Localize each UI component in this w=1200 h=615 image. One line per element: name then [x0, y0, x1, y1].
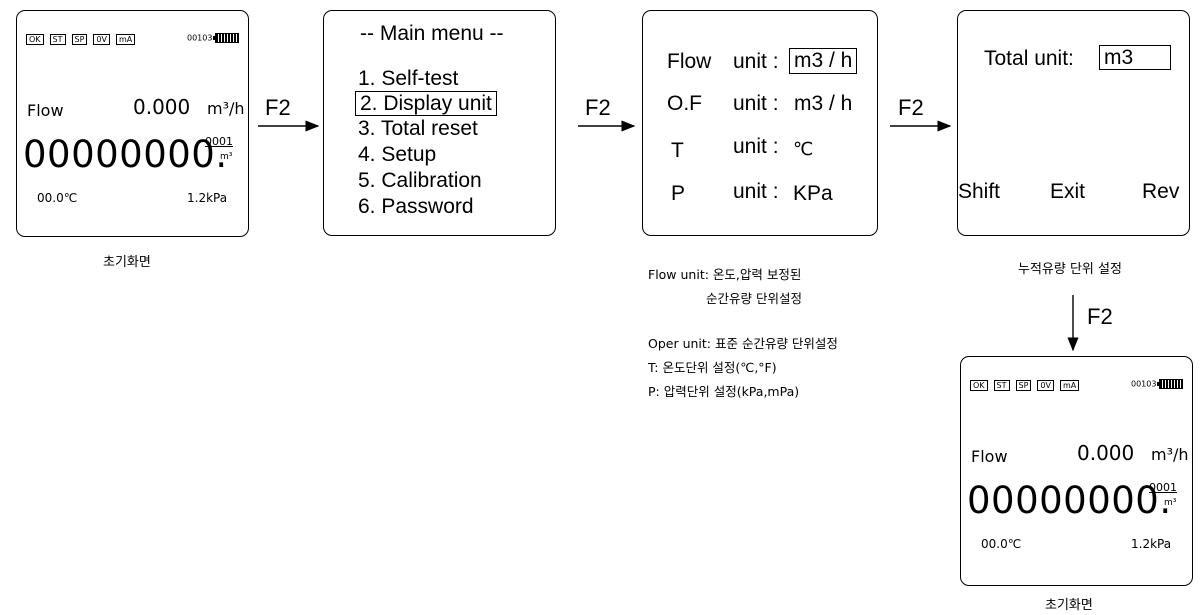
indicator-0v-2: 0V: [1037, 380, 1054, 391]
total-factor-2: 0001: [1149, 481, 1177, 494]
unit-row-t-label: unit :: [733, 135, 779, 158]
initial-screen-return: OK ST SP 0V mA 00103 Flow 0.000 m³/h 000…: [960, 356, 1193, 586]
initial-screen-return-caption: 초기화면: [1045, 598, 1093, 613]
note-pressure-unit: P: 압력단위 설정(kPa,mPa): [648, 384, 800, 399]
flow-unit-2: m³/h: [1151, 445, 1189, 464]
total-unit-caption: 누적유량 단위 설정: [1018, 262, 1122, 277]
unit-row-t-name: T: [671, 139, 684, 162]
total-unit: m³: [220, 152, 233, 162]
total-value: 00000000.: [23, 133, 228, 176]
unit-row-of-name: O.F: [667, 92, 702, 115]
indicator-ok-2: OK: [970, 380, 988, 391]
temperature-value-2: 00.0℃: [981, 537, 1022, 551]
status-code-row: 00103: [187, 33, 239, 43]
flow-label-2: Flow: [971, 447, 1008, 466]
note-oper-unit: Oper unit: 표준 순간유량 단위설정: [648, 336, 838, 351]
unit-row-of-label: unit :: [733, 92, 779, 115]
total-value-2: 00000000.: [967, 479, 1172, 522]
indicator-ok: OK: [26, 34, 44, 45]
arrow-label-1: F2: [265, 95, 291, 120]
menu-item-password[interactable]: 6. Password: [358, 195, 474, 218]
pressure-value-2: 1.2kPa: [1131, 537, 1172, 551]
unit-row-flow-value[interactable]: m3 / h: [789, 48, 858, 74]
flow-unit: m³/h: [207, 99, 245, 118]
arrow-label-3: F2: [898, 95, 924, 120]
unit-row-flow-label: unit :: [733, 50, 779, 73]
status-code-row-2: 00103: [1131, 379, 1183, 389]
unit-row-p-value[interactable]: KPa: [793, 182, 833, 205]
total-unit-value[interactable]: m3: [1099, 45, 1171, 70]
unit-row-p-name: P: [671, 182, 686, 205]
indicator-row-2: OK ST SP 0V mA: [970, 380, 1080, 391]
arrow-label-4: F2: [1087, 304, 1113, 329]
battery-icon: [213, 33, 239, 43]
note-flow-unit: Flow unit: 온도,압력 보정된: [648, 267, 802, 282]
pressure-value: 1.2kPa: [187, 191, 228, 205]
flow-value-2: 0.000: [1077, 441, 1135, 465]
total-unit-screen: Total unit: m3 Shift Exit Rev: [957, 10, 1190, 236]
battery-icon-2: [1157, 379, 1183, 389]
menu-item-display-unit[interactable]: 2. Display unit: [355, 91, 497, 116]
main-menu-screen: -- Main menu -- 1. Self-test 2. Display …: [323, 10, 556, 236]
initial-screen-caption: 초기화면: [103, 255, 151, 270]
indicator-st: ST: [49, 34, 66, 45]
note-temp-unit: T: 온도단위 설정(℃,°F): [648, 360, 777, 375]
indicator-st-2: ST: [993, 380, 1010, 391]
status-code: 00103: [187, 33, 213, 43]
unit-row-flow-name: Flow: [667, 50, 712, 73]
menu-item-setup[interactable]: 4. Setup: [358, 143, 437, 166]
total-factor: 0001: [205, 135, 233, 148]
unit-row-t-value[interactable]: ℃: [793, 139, 814, 160]
indicator-sp-2: SP: [1015, 380, 1032, 391]
softkey-exit[interactable]: Exit: [1050, 180, 1086, 203]
indicator-ma: mA: [115, 34, 136, 45]
flow-value: 0.000: [133, 95, 191, 119]
unit-row-p-label: unit :: [733, 180, 779, 203]
initial-screen: OK ST SP 0V mA 00103 Flow 0.000 m³/h 000…: [16, 10, 249, 237]
menu-item-calibration[interactable]: 5. Calibration: [358, 169, 482, 192]
softkey-shift[interactable]: Shift: [958, 180, 1001, 203]
indicator-sp: SP: [71, 34, 88, 45]
menu-item-total-reset[interactable]: 3. Total reset: [358, 117, 478, 140]
main-menu-title: -- Main menu --: [360, 22, 504, 45]
status-code-2: 00103: [1131, 379, 1157, 389]
total-unit-label: Total unit:: [984, 47, 1074, 70]
total-unit-2: m³: [1164, 498, 1177, 508]
indicator-0v: 0V: [93, 34, 110, 45]
indicator-ma-2: mA: [1059, 380, 1080, 391]
indicator-row: OK ST SP 0V mA: [26, 34, 136, 45]
unit-row-of-value[interactable]: m3 / h: [794, 92, 853, 115]
softkey-rev[interactable]: Rev: [1142, 180, 1180, 203]
arrow-label-2: F2: [585, 95, 611, 120]
note-flow-unit-cont: 순간유량 단위설정: [706, 291, 802, 306]
temperature-value: 00.0℃: [37, 191, 78, 205]
display-unit-screen: Flow unit : m3 / h O.F unit : m3 / h T u…: [642, 10, 878, 236]
flow-label: Flow: [27, 101, 64, 120]
menu-item-self-test[interactable]: 1. Self-test: [358, 67, 459, 90]
